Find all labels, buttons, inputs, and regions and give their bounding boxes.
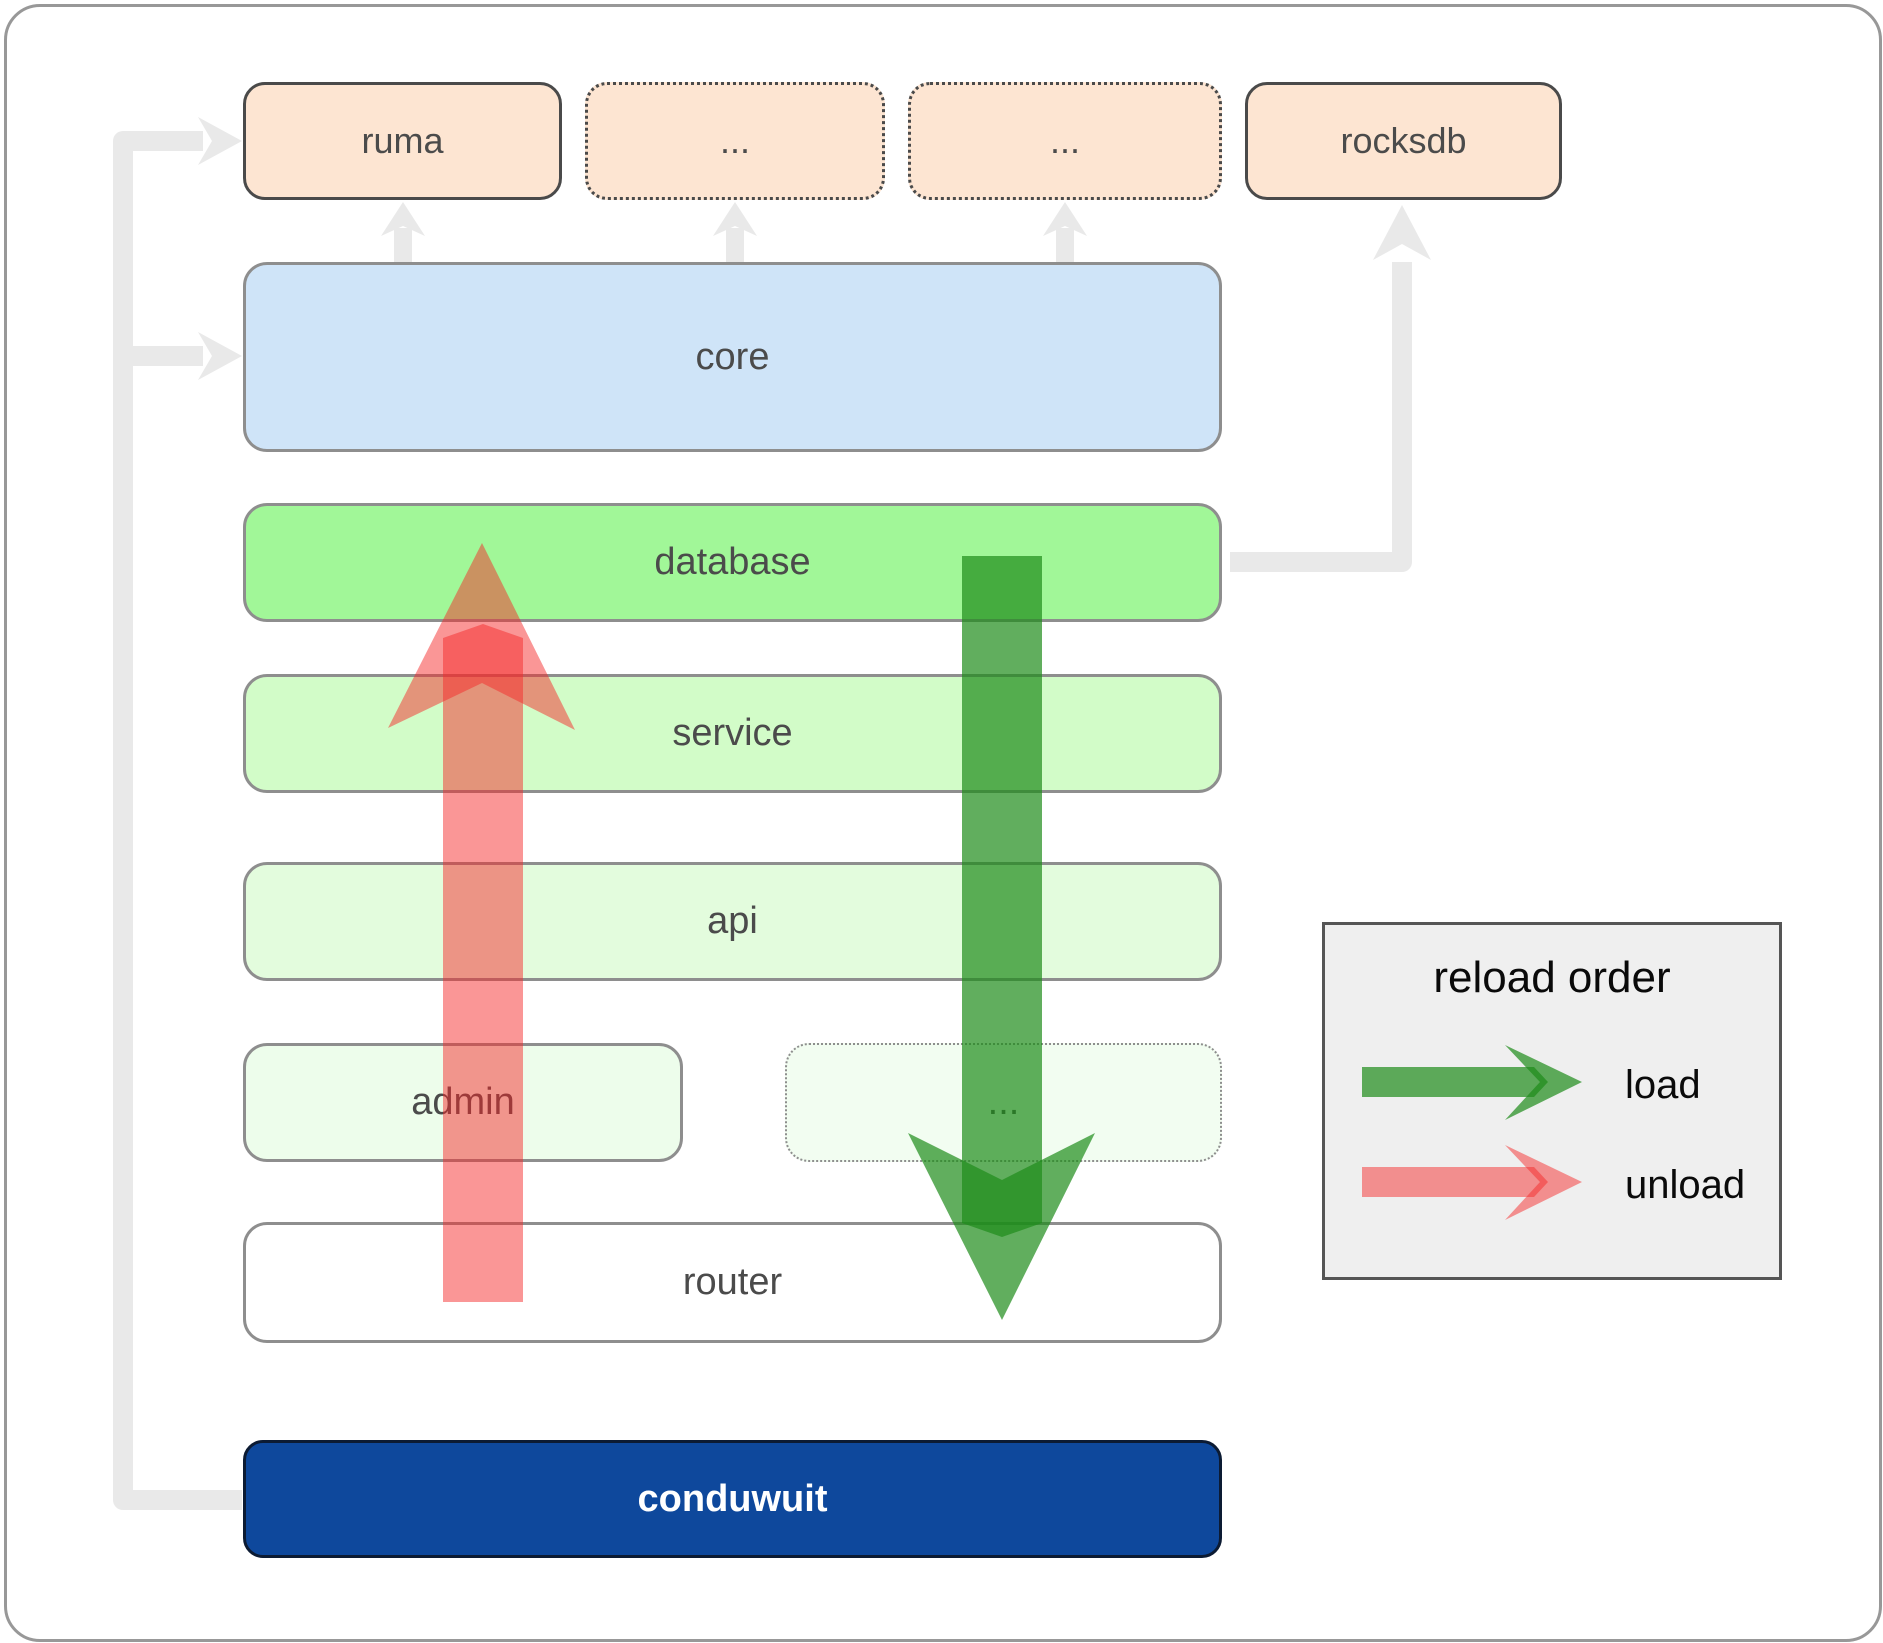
node-database-label: database bbox=[654, 541, 811, 583]
node-ellipsis-3: ... bbox=[785, 1043, 1222, 1162]
legend-load-label: load bbox=[1625, 1063, 1701, 1107]
node-rocksdb-label: rocksdb bbox=[1340, 120, 1467, 161]
node-api-label: api bbox=[707, 900, 758, 942]
node-router: router bbox=[243, 1222, 1222, 1343]
node-ellipsis-1-label: ... bbox=[719, 120, 750, 161]
node-ruma: ruma bbox=[243, 82, 562, 200]
outer-frame bbox=[4, 4, 1882, 1642]
node-admin: admin bbox=[243, 1043, 683, 1162]
node-conduwuit: conduwuit bbox=[243, 1440, 1222, 1558]
node-ellipsis-3-label: ... bbox=[987, 1081, 1020, 1123]
node-core: core bbox=[243, 262, 1222, 452]
node-ruma-label: ruma bbox=[361, 120, 444, 161]
node-api: api bbox=[243, 862, 1222, 981]
node-rocksdb: rocksdb bbox=[1245, 82, 1562, 200]
node-ellipsis-2-label: ... bbox=[1049, 120, 1080, 161]
node-core-label: core bbox=[695, 335, 770, 378]
legend: reload order load unload bbox=[1322, 922, 1782, 1280]
node-ellipsis-2: ... bbox=[908, 82, 1222, 200]
node-database: database bbox=[243, 503, 1222, 622]
node-router-label: router bbox=[682, 1261, 783, 1303]
node-service-label: service bbox=[672, 712, 793, 754]
legend-title: reload order bbox=[1433, 953, 1671, 1002]
node-service: service bbox=[243, 674, 1222, 793]
node-conduwuit-label: conduwuit bbox=[637, 1477, 828, 1520]
node-ellipsis-1: ... bbox=[585, 82, 885, 200]
node-admin-label: admin bbox=[411, 1081, 515, 1123]
legend-unload-label: unload bbox=[1625, 1163, 1746, 1207]
